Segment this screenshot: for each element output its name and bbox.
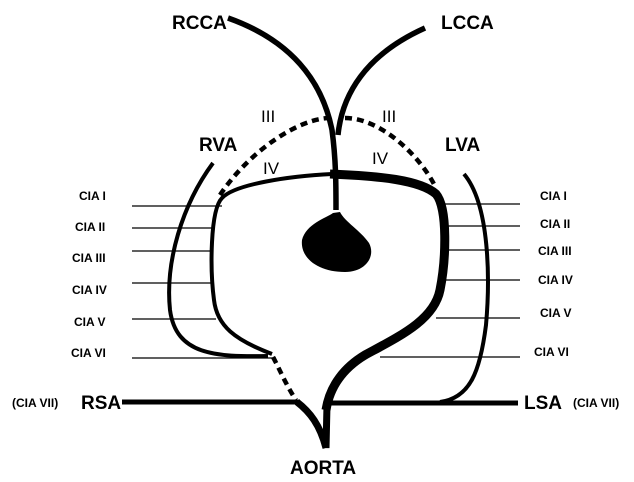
right-arch-iii-dashed: [220, 118, 330, 195]
cia-right-label-5: CIA V: [540, 307, 572, 319]
lsa-label: LSA: [524, 394, 562, 413]
cia-left-label-6: CIA VI: [71, 347, 106, 359]
arch-iv-left-label: IV: [372, 150, 388, 167]
lva-label: LVA: [445, 136, 480, 155]
cia-right-label-6: CIA VI: [534, 346, 569, 358]
right-arch-iv: [212, 174, 332, 354]
rcca-label: RCCA: [172, 14, 227, 33]
cia-left-lines: [132, 206, 276, 358]
cia-left-label-4: CIA IV: [72, 284, 107, 296]
arch-iii-left-label: III: [382, 108, 396, 125]
cia-left-label-3: CIA III: [72, 252, 106, 264]
cia-left-label-1: CIA I: [79, 190, 106, 202]
rsa-label: RSA: [81, 394, 121, 413]
left-arch-iv: [326, 174, 445, 410]
cia-right-label-3: CIA III: [538, 245, 572, 257]
arch-iv-right-label: IV: [263, 160, 279, 177]
cia-left-label-5: CIA V: [74, 316, 106, 328]
arch-iii-right-label: III: [261, 108, 275, 125]
heart-sac: [302, 212, 371, 272]
lva-vessel: [440, 174, 488, 402]
cia-right-label-1: CIA I: [540, 190, 567, 202]
right-dorsal-dashed: [273, 357, 296, 400]
rva-label: RVA: [199, 136, 237, 155]
cia-right-label-4: CIA IV: [538, 274, 573, 286]
cia-vii-left-label: (CIA VII): [12, 397, 58, 409]
rcca-vessel: [228, 18, 336, 210]
cia-right-label-2: CIA II: [540, 218, 570, 230]
lcca-label: LCCA: [441, 14, 494, 33]
aorta-label: AORTA: [290, 459, 356, 478]
rva-vessel: [169, 163, 268, 356]
cia-vii-right-label: (CIA VII): [573, 397, 619, 409]
cia-left-label-2: CIA II: [75, 221, 105, 233]
